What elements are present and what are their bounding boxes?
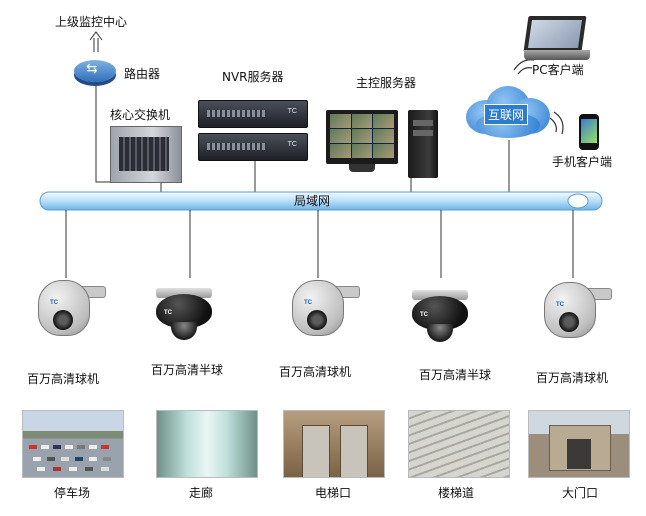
pc-client-label: PC客户端 — [532, 63, 584, 77]
router-icon — [74, 60, 116, 82]
uplink-arrow — [89, 31, 103, 52]
scene-parking-image — [22, 410, 124, 478]
camera-ptz-3-icon: TC — [288, 280, 368, 350]
lan-backbone-bar — [39, 191, 603, 211]
lan-bar-end-cap — [567, 193, 589, 209]
mobile-client-label: 手机客户端 — [552, 155, 613, 169]
location-label-3: 电梯口 — [314, 486, 351, 500]
nvr-server-unit-1-icon: TC — [198, 100, 308, 128]
laptop-icon — [523, 16, 587, 52]
core-switch-icon — [110, 126, 182, 183]
laptop-base — [524, 50, 590, 60]
camera-dome-4-icon: TC — [412, 290, 472, 350]
camera-label-4: 百万高清半球 — [418, 368, 491, 382]
nvr-server-label: NVR服务器 — [222, 70, 284, 84]
lan-label: 局域网 — [294, 194, 331, 208]
camera-ptz-1-icon: TC — [34, 280, 114, 350]
scene-stairs-image — [408, 410, 510, 478]
monitor-stand — [349, 164, 375, 172]
camera-dome-2-icon: TC — [156, 288, 216, 348]
camera-label-1: 百万高清球机 — [26, 372, 99, 386]
phone-icon — [579, 114, 599, 150]
server-tower-icon — [408, 110, 438, 178]
monitor-icon — [326, 110, 398, 164]
camera-ptz-5-icon: TC — [540, 282, 620, 352]
scene-gate-image — [528, 410, 630, 478]
camera-label-5: 百万高清球机 — [535, 371, 608, 385]
router-label: 路由器 — [124, 67, 161, 81]
nvr-server-unit-2-icon: TC — [198, 133, 308, 161]
main-server-label: 主控服务器 — [356, 76, 417, 90]
core-switch-label: 核心交换机 — [110, 108, 171, 122]
location-label-1: 停车场 — [53, 486, 90, 500]
superior-center-label: 上级监控中心 — [55, 15, 128, 29]
scene-elevator-image — [283, 410, 385, 478]
camera-label-3: 百万高清球机 — [278, 365, 351, 379]
scene-corridor-image — [156, 410, 258, 478]
camera-label-2: 百万高清半球 — [150, 363, 223, 377]
internet-label: 互联网 — [484, 104, 529, 125]
location-label-5: 大门口 — [561, 486, 598, 500]
location-label-4: 楼梯道 — [437, 486, 474, 500]
location-label-2: 走廊 — [188, 486, 213, 500]
